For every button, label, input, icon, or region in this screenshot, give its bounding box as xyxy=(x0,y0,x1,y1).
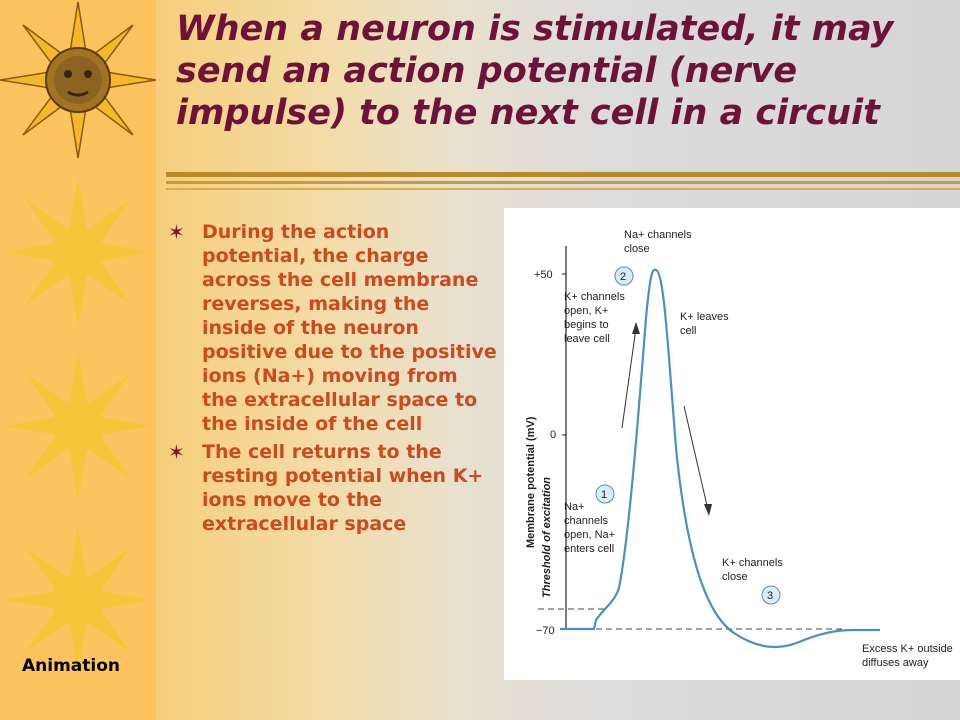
label-line: K+ leaves xyxy=(680,311,729,323)
sun-ray-icon xyxy=(4,526,152,674)
label-line: close xyxy=(722,571,748,583)
label-line: begins to xyxy=(564,319,609,331)
bullet-item: ✶ The cell returns to the resting potent… xyxy=(168,440,498,536)
action-potential-figure: +50 0 −70 Membrane potential (mV) Thresh… xyxy=(504,208,960,680)
bullet-list: ✶ During the action potential, the charg… xyxy=(168,220,498,536)
label-line: open, K+ xyxy=(564,305,608,317)
label-line: leave cell xyxy=(564,333,610,345)
title-divider xyxy=(166,172,960,177)
step-number: 2 xyxy=(620,271,626,283)
k-leaves-label: K+ leaves cell xyxy=(680,311,732,337)
bullet-text: During the action potential, the charge … xyxy=(202,221,497,435)
animation-link[interactable]: Animation xyxy=(22,656,121,676)
na-open-label: Na+ channels open, Na+ enters cell xyxy=(564,501,618,555)
label-line: close xyxy=(624,243,650,255)
arrow-line xyxy=(683,405,709,511)
label-line: Na+ channels xyxy=(624,229,692,241)
label-line: K+ channels xyxy=(722,557,783,569)
action-potential-curve xyxy=(560,268,880,649)
label-line: K+ channels xyxy=(564,291,625,303)
na-close-label: Na+ channels close xyxy=(624,229,695,255)
k-close-label: K+ channels close xyxy=(722,557,786,583)
star-bullet-icon: ✶ xyxy=(168,440,185,464)
step-number: 3 xyxy=(767,590,773,602)
tick-label: +50 xyxy=(534,269,553,281)
slide-title: When a neuron is stimulated, it may send… xyxy=(176,9,894,133)
sun-sidebar: Animation xyxy=(0,0,156,720)
label-line: cell xyxy=(680,325,697,337)
title-divider xyxy=(166,188,960,190)
step-badge xyxy=(614,266,634,286)
step-badge xyxy=(595,484,615,504)
tick-label: 0 xyxy=(550,429,556,441)
y-axis-label: Membrane potential (mV) xyxy=(525,416,537,548)
sun-ray-icon xyxy=(4,352,152,500)
arrow-head xyxy=(704,504,712,516)
sun-ray-icon xyxy=(4,178,152,326)
sun-face-icon xyxy=(0,1,156,159)
label-line: Excess K+ outside xyxy=(862,643,953,655)
bullet-item: ✶ During the action potential, the charg… xyxy=(168,220,498,436)
k-open-label: K+ channels open, K+ begins to leave cel… xyxy=(564,291,628,345)
tick-label: −70 xyxy=(536,625,555,637)
threshold-label: Threshold of excitation xyxy=(541,477,553,598)
arrow-head xyxy=(632,322,640,334)
title-divider xyxy=(166,181,960,184)
label-line: enters cell xyxy=(564,543,614,555)
excess-k-label: Excess K+ outside diffuses away xyxy=(862,643,956,669)
step-badge xyxy=(761,585,781,605)
label-line: channels xyxy=(564,515,609,527)
step-number: 1 xyxy=(601,489,607,501)
label-line: Na+ xyxy=(564,501,585,513)
star-bullet-icon: ✶ xyxy=(168,220,185,244)
label-line: open, Na+ xyxy=(564,529,615,541)
bullet-text: The cell returns to the resting potentia… xyxy=(202,441,484,535)
arrow-line xyxy=(621,327,637,429)
label-line: diffuses away xyxy=(862,657,929,669)
